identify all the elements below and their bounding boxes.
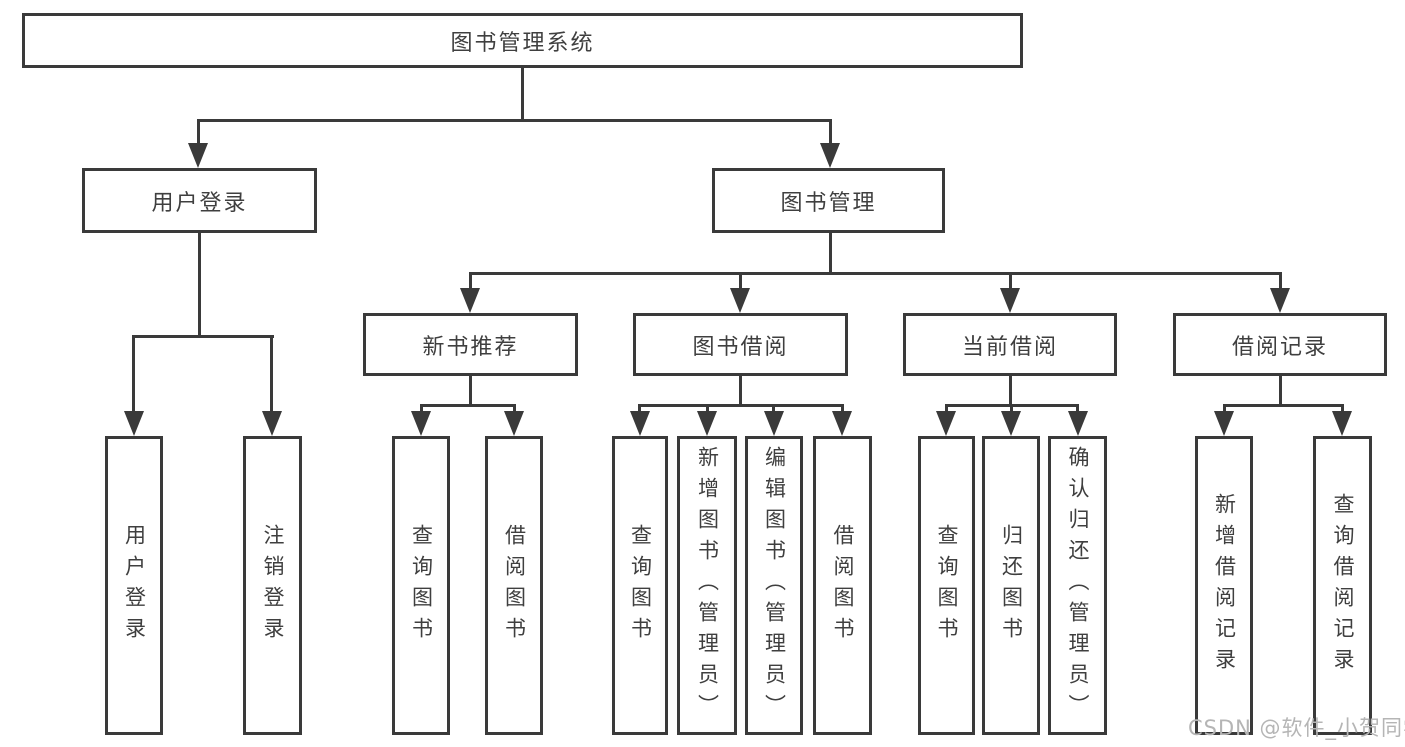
- node-label: 查询图书: [409, 523, 434, 648]
- arrowhead-down-icon: [1068, 411, 1088, 436]
- node-book-management: 图书管理: [712, 168, 945, 233]
- connector-line: [469, 376, 472, 407]
- node-user-login: 用户登录: [82, 168, 317, 233]
- connector-line: [706, 404, 709, 414]
- node-label: 图书管理: [780, 190, 877, 216]
- node-label: 新增图书（管理员）: [695, 446, 720, 725]
- node-leaf-confirm-return-admin: 确认归还（管理员）: [1048, 436, 1107, 735]
- node-leaf-add-books-admin: 新增图书（管理员）: [677, 436, 737, 735]
- node-label: 借阅图书: [831, 523, 855, 648]
- arrowhead-down-icon: [832, 411, 852, 436]
- node-label: 用户登录: [151, 190, 248, 216]
- connector-line: [739, 272, 742, 290]
- node-label: 新增借阅记录: [1212, 492, 1237, 679]
- connector-line: [829, 233, 832, 275]
- arrowhead-down-icon: [697, 411, 717, 436]
- connector-line: [198, 233, 201, 338]
- arrowhead-down-icon: [630, 411, 650, 436]
- connector-line: [521, 68, 524, 122]
- connector-line: [1341, 404, 1344, 414]
- arrowhead-down-icon: [936, 411, 956, 436]
- arrowhead-down-icon: [124, 411, 144, 436]
- node-label: 图书管理系统: [450, 30, 595, 56]
- arrowhead-down-icon: [504, 411, 524, 436]
- connector-line: [829, 119, 832, 145]
- node-leaf-user-login: 用户登录: [105, 436, 163, 735]
- connector-line: [841, 404, 844, 414]
- node-leaf-query-books-recommend: 查询图书: [392, 436, 450, 735]
- node-label: 查询图书: [628, 523, 653, 648]
- node-leaf-query-books-borrow: 查询图书: [612, 436, 668, 735]
- node-library-management-system: 图书管理系统: [22, 13, 1023, 68]
- connector-line: [420, 404, 516, 407]
- connector-line: [945, 404, 948, 414]
- node-label: 新书推荐: [422, 334, 519, 360]
- arrowhead-down-icon: [1001, 411, 1021, 436]
- connector-line: [1009, 376, 1012, 407]
- node-borrowing-records: 借阅记录: [1173, 313, 1387, 376]
- node-leaf-borrow-books-recommend: 借阅图书: [485, 436, 543, 735]
- connector-line: [1223, 404, 1344, 407]
- node-leaf-borrow-books: 借阅图书: [813, 436, 872, 735]
- arrowhead-down-icon: [764, 411, 784, 436]
- node-current-borrowing: 当前借阅: [903, 313, 1117, 376]
- arrowhead-down-icon: [411, 411, 431, 436]
- connector-line: [739, 376, 742, 407]
- node-leaf-edit-books-admin: 编辑图书（管理员）: [745, 436, 803, 735]
- connector-line: [638, 404, 641, 414]
- connector-line: [197, 119, 200, 145]
- node-label: 编辑图书（管理员）: [762, 446, 787, 725]
- connector-line: [772, 404, 775, 414]
- connector-line: [132, 335, 274, 338]
- node-book-borrowing: 图书借阅: [633, 313, 848, 376]
- arrowhead-down-icon: [1000, 288, 1020, 313]
- arrowhead-down-icon: [188, 143, 208, 168]
- arrowhead-down-icon: [262, 411, 282, 436]
- node-label: 借阅图书: [502, 523, 527, 648]
- connector-line: [513, 404, 516, 414]
- node-label: 归还图书: [999, 523, 1024, 648]
- connector-line: [469, 272, 472, 290]
- connector-line: [1279, 272, 1282, 290]
- node-leaf-return-books: 归还图书: [982, 436, 1040, 735]
- connector-line: [1076, 404, 1079, 414]
- connector-line: [1223, 404, 1226, 414]
- node-label: 注销登录: [261, 523, 285, 648]
- watermark: CSDN @软件_小贺同学: [1188, 716, 1405, 740]
- connector-line: [420, 404, 423, 414]
- node-leaf-query-borrow-record: 查询借阅记录: [1313, 436, 1372, 735]
- arrowhead-down-icon: [1214, 411, 1234, 436]
- node-leaf-query-books-current: 查询图书: [918, 436, 975, 735]
- connector-line: [469, 272, 1282, 275]
- connector-line: [270, 335, 273, 415]
- node-label: 查询借阅记录: [1331, 492, 1355, 679]
- arrowhead-down-icon: [1332, 411, 1352, 436]
- node-label: 借阅记录: [1231, 334, 1328, 360]
- arrowhead-down-icon: [1270, 288, 1290, 313]
- node-new-book-recommendation: 新书推荐: [363, 313, 578, 376]
- connector-line: [197, 119, 832, 122]
- node-label: 确认归还（管理员）: [1066, 446, 1090, 725]
- arrowhead-down-icon: [730, 288, 750, 313]
- node-label: 当前借阅: [961, 334, 1058, 360]
- connector-line: [1009, 272, 1012, 290]
- node-leaf-logout: 注销登录: [243, 436, 302, 735]
- connector-line: [132, 335, 135, 415]
- connector-line: [1279, 376, 1282, 407]
- connector-line: [1010, 404, 1013, 414]
- connector-line: [638, 404, 844, 407]
- node-label: 用户登录: [122, 523, 147, 648]
- arrowhead-down-icon: [820, 143, 840, 168]
- node-label: 图书借阅: [692, 334, 789, 360]
- node-leaf-add-borrow-record: 新增借阅记录: [1195, 436, 1253, 735]
- node-label: 查询图书: [935, 523, 959, 648]
- arrowhead-down-icon: [460, 288, 480, 313]
